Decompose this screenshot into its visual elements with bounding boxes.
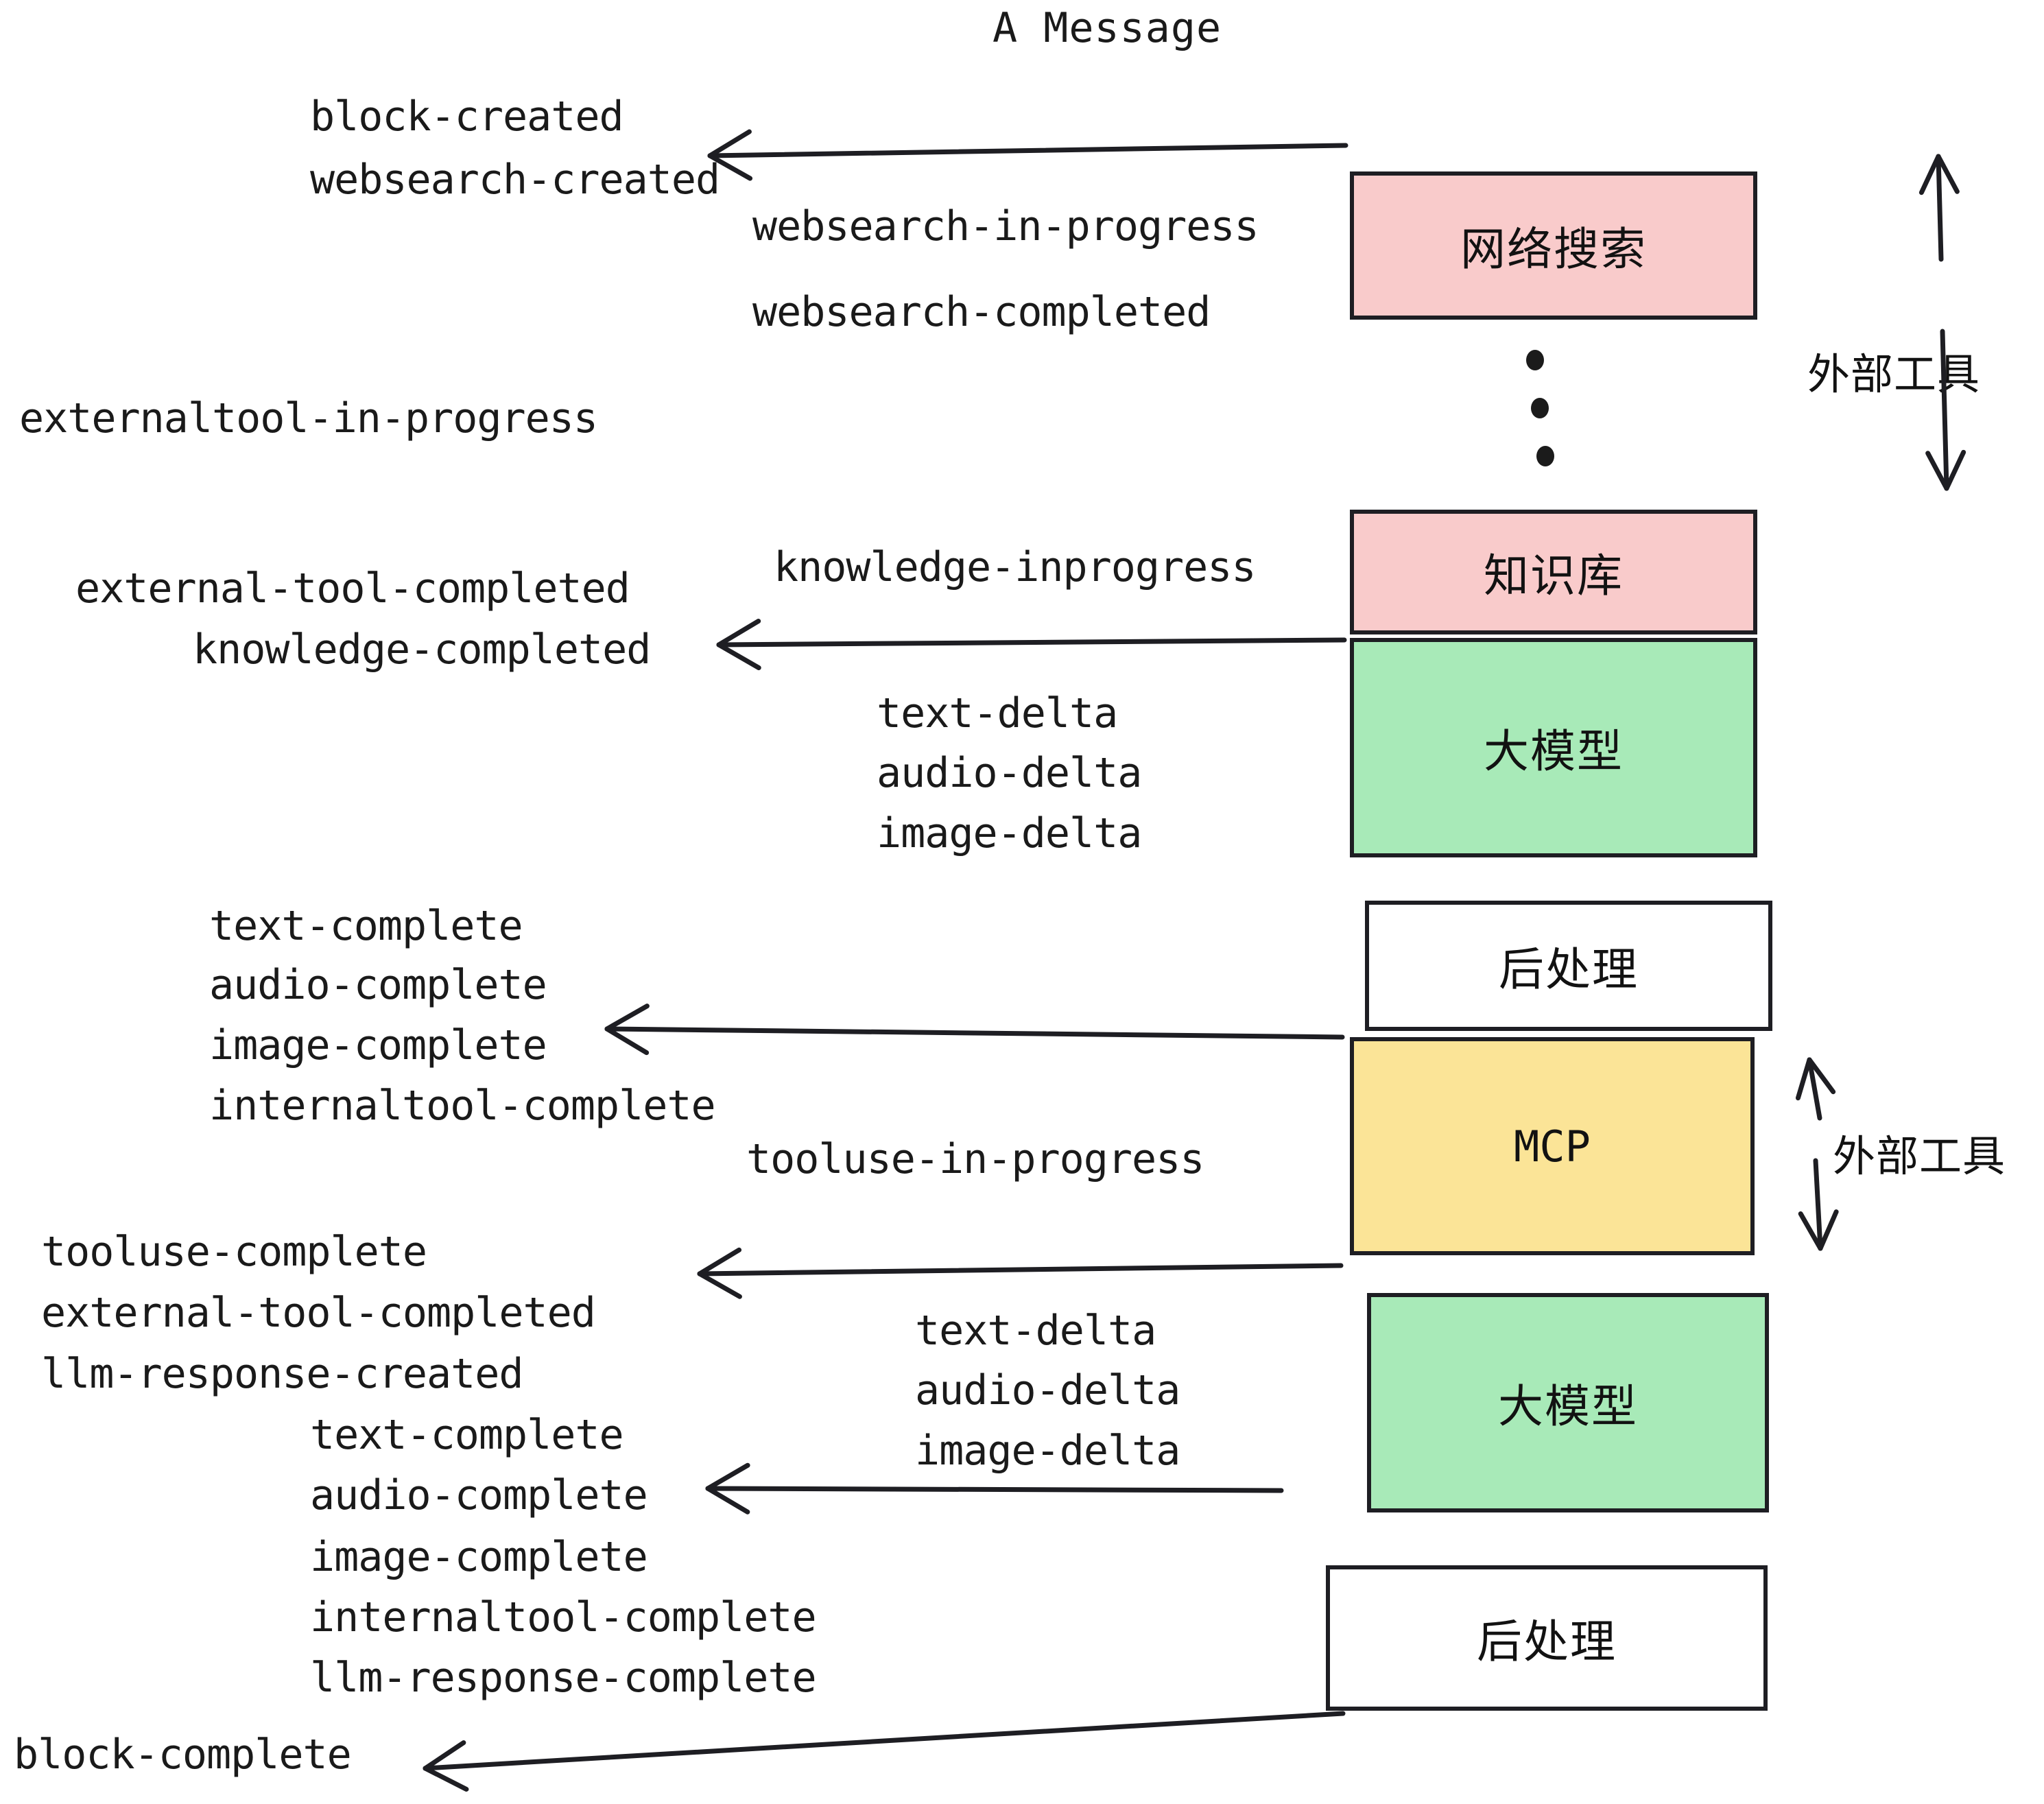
event-label-llm-response-created: llm-response-created — [41, 1350, 523, 1398]
arrow-block-created — [707, 129, 1348, 181]
event-label-audio-delta-1: audio-delta — [877, 749, 1142, 797]
node-mcp[interactable]: MCP — [1350, 1037, 1755, 1255]
event-label-internaltool-complete-1: internaltool-complete — [209, 1082, 716, 1130]
arrow-tooluse-complete — [697, 1247, 1344, 1299]
scope-label-external-tools-bottom: 外部工具 — [1833, 1131, 2006, 1181]
node-postprocess-1[interactable]: 后处理 — [1365, 901, 1772, 1031]
scope-bottom-up — [1795, 1057, 1836, 1121]
scope-label-external-tools-top: 外部工具 — [1807, 349, 1981, 399]
arrow-block-complete — [423, 1711, 1346, 1792]
page-title: A Message — [993, 4, 1222, 52]
node-label: 后处理 — [1499, 943, 1639, 996]
event-label-websearch-in-progress: websearch-in-progress — [752, 202, 1259, 250]
node-label: 网络搜索 — [1460, 223, 1647, 276]
event-label-text-complete-1: text-complete — [209, 902, 523, 950]
event-label-text-delta-2: text-delta — [915, 1307, 1156, 1355]
event-label-block-complete: block-complete — [14, 1731, 352, 1779]
event-label-audio-complete-2: audio-complete — [310, 1471, 648, 1519]
event-label-audio-complete-1: audio-complete — [209, 961, 547, 1009]
event-label-image-complete-1: image-complete — [209, 1021, 547, 1069]
event-label-external-tool-completed-2: external-tool-completed — [41, 1289, 596, 1337]
event-label-image-delta-2: image-delta — [915, 1427, 1180, 1475]
event-label-llm-response-complete: llm-response-complete — [310, 1654, 817, 1702]
node-llm-2[interactable]: 大模型 — [1367, 1293, 1769, 1512]
node-label: 大模型 — [1484, 725, 1624, 778]
scope-top-up — [1918, 154, 1960, 262]
event-label-knowledge-completed: knowledge-completed — [193, 626, 651, 674]
node-postprocess-2[interactable]: 后处理 — [1326, 1565, 1768, 1711]
ellipsis-dot-1 — [1526, 350, 1544, 370]
event-label-audio-delta-2: audio-delta — [915, 1366, 1180, 1414]
scope-bottom-down — [1798, 1158, 1839, 1251]
event-label-tooluse-in-progress: tooluse-in-progress — [746, 1135, 1204, 1183]
ellipsis-dot-2 — [1531, 398, 1549, 418]
event-label-image-complete-2: image-complete — [310, 1533, 648, 1581]
event-label-tooluse-complete: tooluse-complete — [41, 1228, 427, 1276]
event-label-image-delta-1: image-delta — [877, 809, 1142, 857]
arrow-knowledge-done — [716, 619, 1347, 671]
event-label-externaltool-in-progress: externaltool-in-progress — [19, 394, 598, 442]
event-label-block-created: block-created — [310, 93, 624, 141]
node-websearch[interactable]: 网络搜索 — [1350, 171, 1757, 320]
node-label: MCP — [1514, 1121, 1591, 1172]
node-label: 后处理 — [1477, 1615, 1617, 1668]
node-label: 知识库 — [1484, 549, 1624, 602]
event-label-websearch-created: websearch-created — [310, 156, 720, 204]
node-label: 大模型 — [1498, 1380, 1638, 1433]
node-llm-1[interactable]: 大模型 — [1350, 638, 1757, 857]
event-label-websearch-completed: websearch-completed — [752, 288, 1211, 336]
node-knowledge[interactable]: 知识库 — [1350, 510, 1757, 634]
ellipsis-dot-3 — [1536, 446, 1554, 466]
event-label-external-tool-completed-1: external-tool-completed — [75, 565, 630, 613]
event-label-knowledge-inprogress: knowledge-inprogress — [774, 543, 1256, 591]
arrow-image-complete — [604, 1004, 1345, 1056]
event-label-text-complete-2: text-complete — [310, 1411, 624, 1459]
event-label-text-delta-1: text-delta — [877, 689, 1118, 737]
event-label-internaltool-complete-2: internaltool-complete — [310, 1593, 817, 1641]
